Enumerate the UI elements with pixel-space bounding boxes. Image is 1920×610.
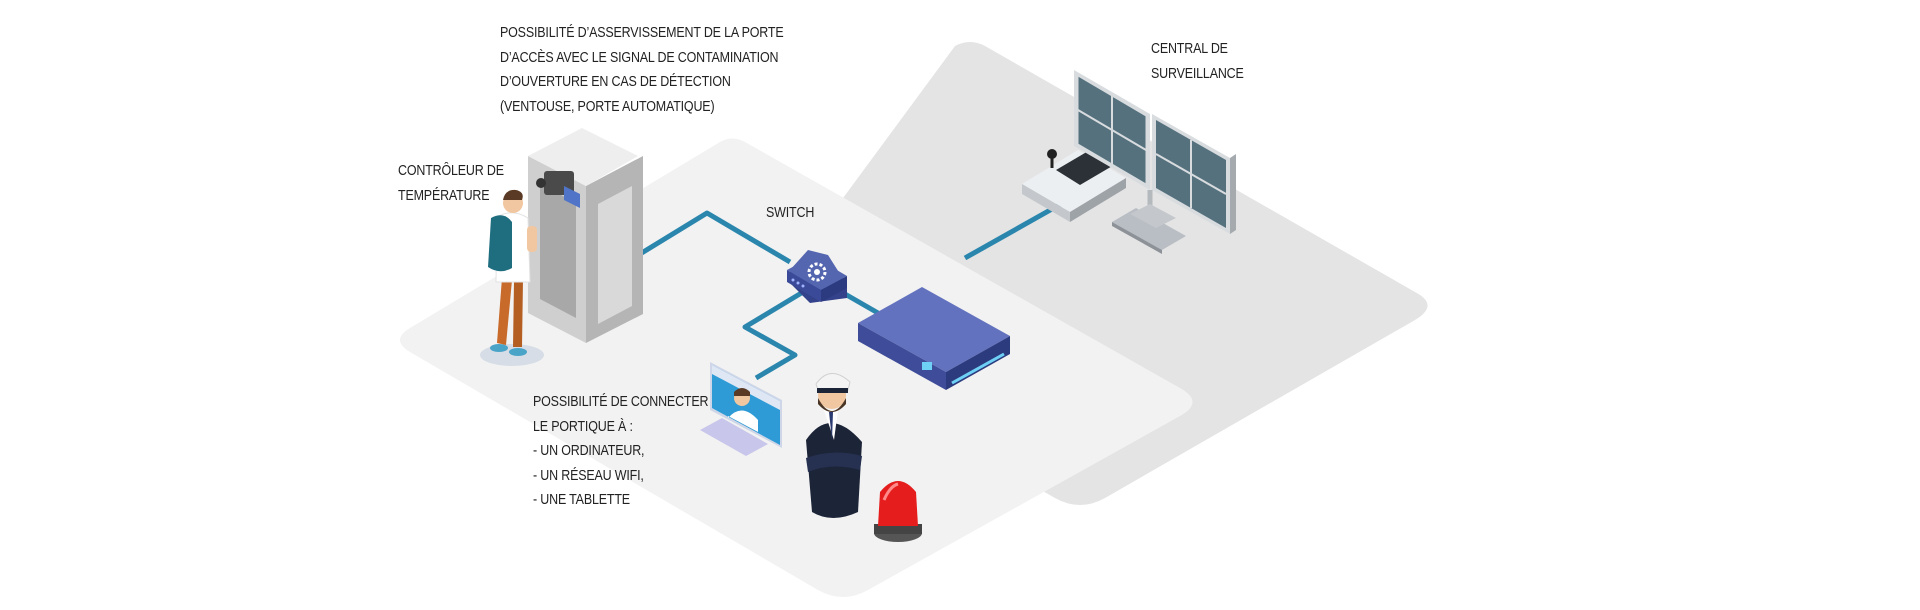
label-connect-line: POSSIBILITÉ DE CONNECTER [533, 394, 709, 410]
label-connect-line: - UN ORDINATEUR, [533, 443, 645, 459]
label-connect-line: - UNE TABLETTE [533, 492, 630, 508]
joystick [1047, 149, 1057, 159]
label-access-door-line: (VENTOUSE, PORTE AUTOMATIQUE) [500, 98, 715, 115]
label-switch: SWITCH [766, 201, 814, 226]
label-surveillance-line: CENTRAL DE [1151, 41, 1228, 57]
sensor-lens [536, 178, 546, 188]
label-temperature-line: TEMPÉRATURE [398, 187, 490, 204]
label-access-door: POSSIBILITÉ D’ASSERVISSEMENT DE LA PORTE… [500, 21, 784, 119]
keyboard [700, 418, 768, 456]
label-connect-line: LE PORTIQUE À : [533, 418, 633, 435]
switch-gear-icon [807, 262, 827, 282]
label-temperature-line: CONTRÔLEUR DE [398, 163, 504, 179]
alarm-beacon [874, 481, 922, 542]
officer-cap [815, 373, 851, 391]
surveillance-keyboard [1112, 208, 1186, 250]
cable-switch-computer [742, 280, 820, 381]
label-access-door-line: D’ACCÈS AVEC LE SIGNAL DE CONTAMINATION [500, 49, 779, 66]
network-switch [787, 250, 847, 303]
cable-portal-switch [638, 210, 792, 265]
surveillance-monitors [1074, 70, 1236, 234]
label-switch-text: SWITCH [766, 205, 815, 221]
label-access-door-line: D’OUVERTURE EN CAS DE DÉTECTION [500, 74, 731, 90]
label-surveillance-central: CENTRAL DE SURVEILLANCE [1151, 37, 1244, 86]
visitor-person [480, 189, 544, 366]
temperature-portal [528, 128, 643, 343]
label-surveillance-line: SURVEILLANCE [1151, 65, 1244, 82]
recorder-led-strip [951, 352, 1005, 385]
label-connect-line: - UN RÉSEAU WIFI, [533, 467, 644, 484]
computer-monitor [700, 362, 782, 456]
backpack [488, 215, 512, 272]
video-recorder [858, 287, 1010, 390]
label-connect-options: POSSIBILITÉ DE CONNECTER LE PORTIQUE À :… [533, 390, 709, 513]
security-officer [806, 373, 862, 518]
label-temperature-controller: CONTRÔLEUR DE TEMPÉRATURE [398, 159, 504, 208]
label-access-door-line: POSSIBILITÉ D’ASSERVISSEMENT DE LA PORTE [500, 25, 784, 41]
